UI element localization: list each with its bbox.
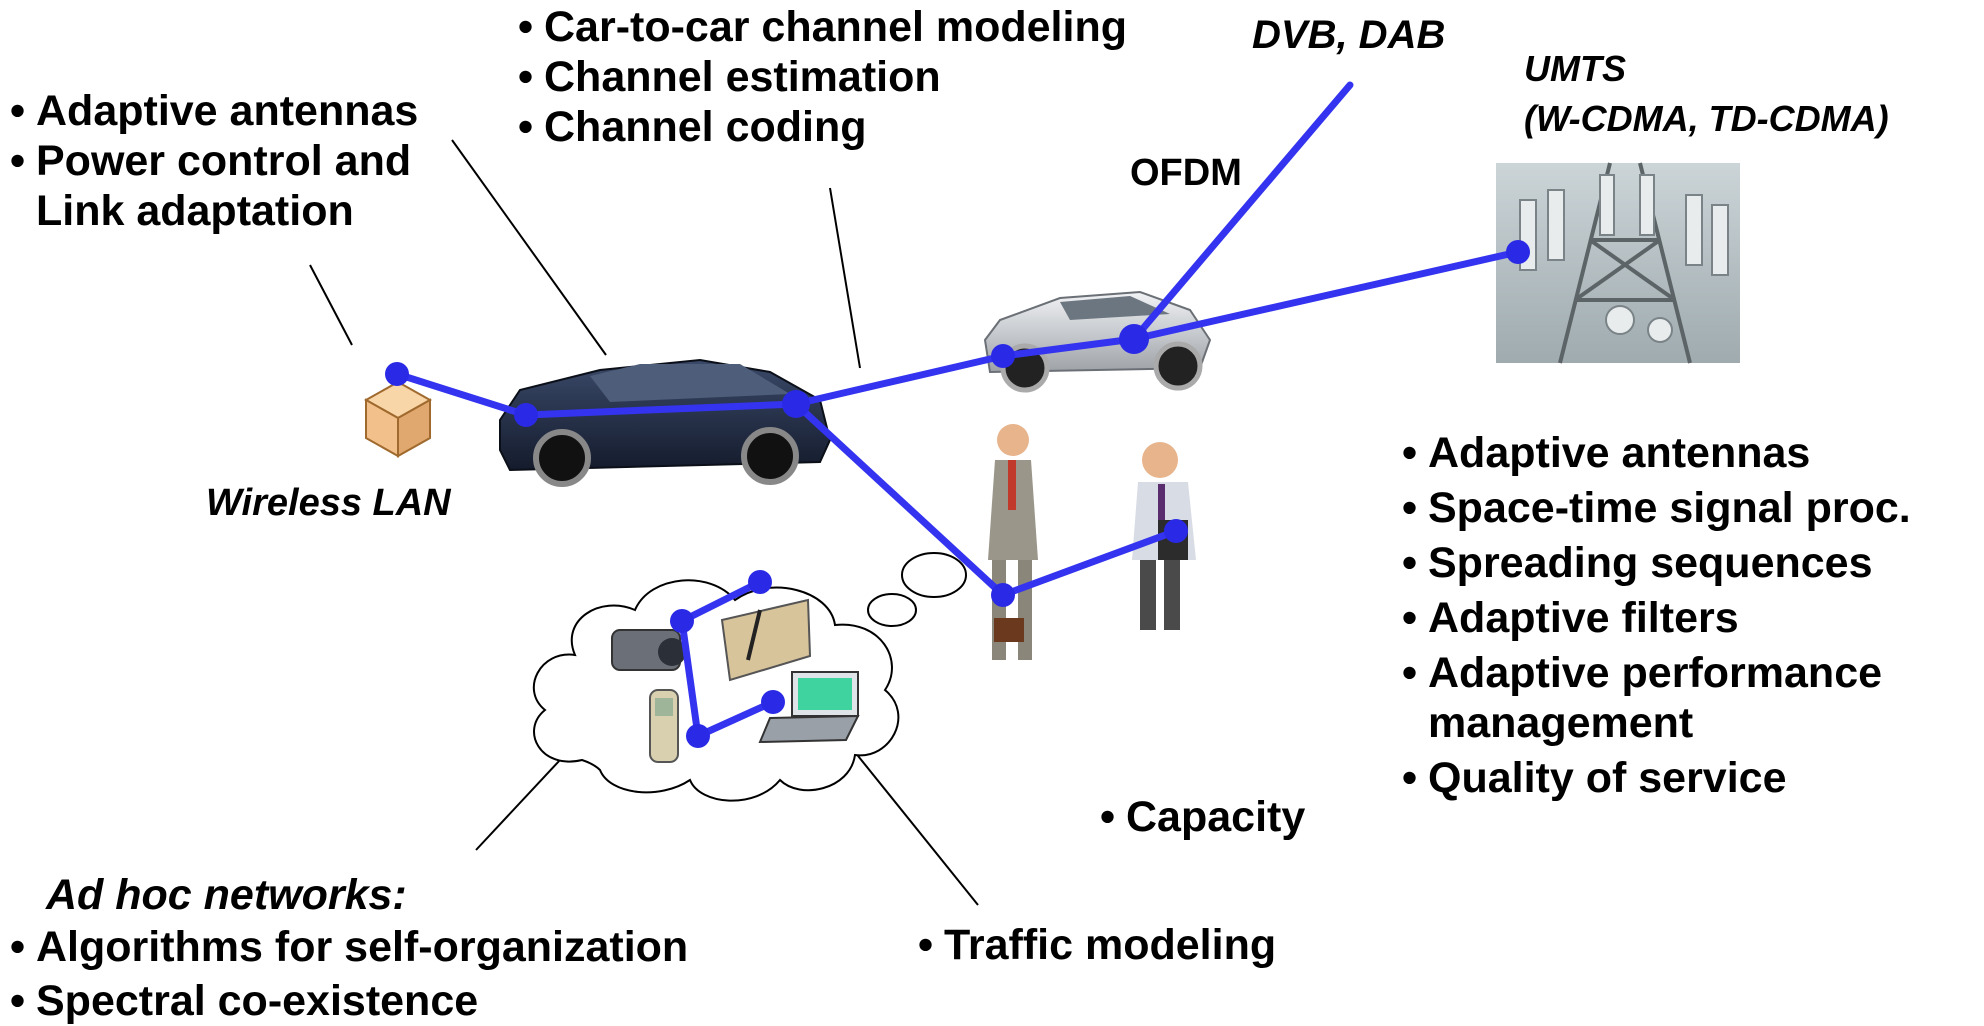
list-item: •Quality of service [1402,754,1787,802]
list-item: •Channel coding [518,103,867,151]
link-nodes [385,240,1530,748]
list-item: Link adaptation [36,187,354,235]
right-list: •Adaptive antennas •Space-time signal pr… [1402,428,1911,803]
node-car-silver-a [991,344,1015,368]
node-projector [670,609,694,633]
projector [611,629,686,671]
list-item: •Power control and [10,137,412,185]
top-left-list: •Adaptive antennas •Power control and Li… [10,86,418,236]
adhoc-title: Ad hoc networks: [46,871,407,919]
car-dark [499,358,832,487]
drawing-tablet [720,598,812,682]
node-tower [1506,240,1530,264]
node-car-dark-b [782,390,810,418]
node-phone [686,724,710,748]
link-lines [393,81,1522,740]
wireless-lan-label: Wireless LAN [206,482,451,524]
list-item: •Channel estimation [518,53,941,101]
ofdm-label: OFDM [1130,152,1242,194]
list-item: •Adaptive antennas [1402,429,1811,477]
list-item: management [1428,699,1694,747]
capacity-label: •Capacity [1100,793,1306,841]
cell-tower-image [1496,162,1740,364]
umts-label: UMTS [1524,48,1626,89]
mobile-phone [649,689,679,763]
list-item: •Adaptive antennas [10,87,419,135]
umts-sub-label: (W-CDMA, TD-CDMA) [1524,98,1889,139]
list-item: •Algorithms for self-organization [10,923,689,971]
list-item: •Space-time signal proc. [1402,484,1911,532]
node-person-walking [991,583,1015,607]
list-item: •Spreading sequences [1402,539,1873,587]
list-item: •Adaptive performance [1402,649,1883,697]
node-wlan [385,362,409,386]
dvb-dab-label: DVB, DAB [1252,13,1446,57]
traffic-modeling-label: •Traffic modeling [918,921,1277,969]
node-car-dark-a [514,403,538,427]
laptop [758,671,860,744]
adhoc-list: •Algorithms for self-organization •Spect… [10,922,688,1026]
top-center-list: •Car-to-car channel modeling •Channel es… [518,2,1127,152]
wireless-lan-box [363,380,433,458]
node-tablet [748,570,772,594]
annotation-lines [309,139,979,906]
node-car-silver-b [1119,324,1149,354]
person-walking [988,424,1038,660]
node-laptop [761,690,785,714]
list-item: •Car-to-car channel modeling [518,3,1127,51]
node-person-phone [1164,519,1188,543]
list-item: •Adaptive filters [1402,594,1739,642]
list-item: •Spectral co-existence [10,977,479,1025]
